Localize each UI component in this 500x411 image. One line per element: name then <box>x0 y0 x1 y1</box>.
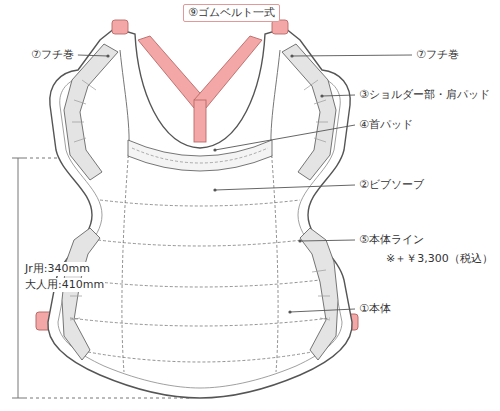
leader-line <box>78 55 108 56</box>
leader-line <box>215 185 355 190</box>
leader-dot <box>106 54 109 57</box>
callout-label: ⑦フチ巻 <box>415 48 460 62</box>
leader-line <box>215 125 355 150</box>
dimension-label: 大人用:410mm <box>24 278 105 292</box>
dimension-label: Jr用:340mm <box>24 262 91 276</box>
leader-dot <box>213 148 216 151</box>
leader-dot <box>213 188 216 191</box>
leader-line <box>292 55 412 56</box>
leader-dot <box>298 239 301 242</box>
leader-line <box>300 240 355 241</box>
leader-line <box>322 95 355 96</box>
leader-dot <box>320 94 323 97</box>
callout-label: ①本体 <box>358 302 392 316</box>
leader-dot <box>290 54 293 57</box>
callout-label: ⑦フチ巻 <box>30 48 75 62</box>
leader-line <box>290 309 355 312</box>
callout-label: ②ビブソーブ <box>358 178 425 192</box>
price-note: ※＋￥3,300（税込） <box>385 252 494 266</box>
callout-label: ③ショルダー部・肩パッド <box>358 88 491 102</box>
callout-label: ⑤本体ライン <box>358 233 425 247</box>
callout-label: ⑨ゴムベルト一式 <box>183 4 280 22</box>
callout-label: ④首パッド <box>358 118 414 132</box>
leader-dot <box>288 310 291 313</box>
